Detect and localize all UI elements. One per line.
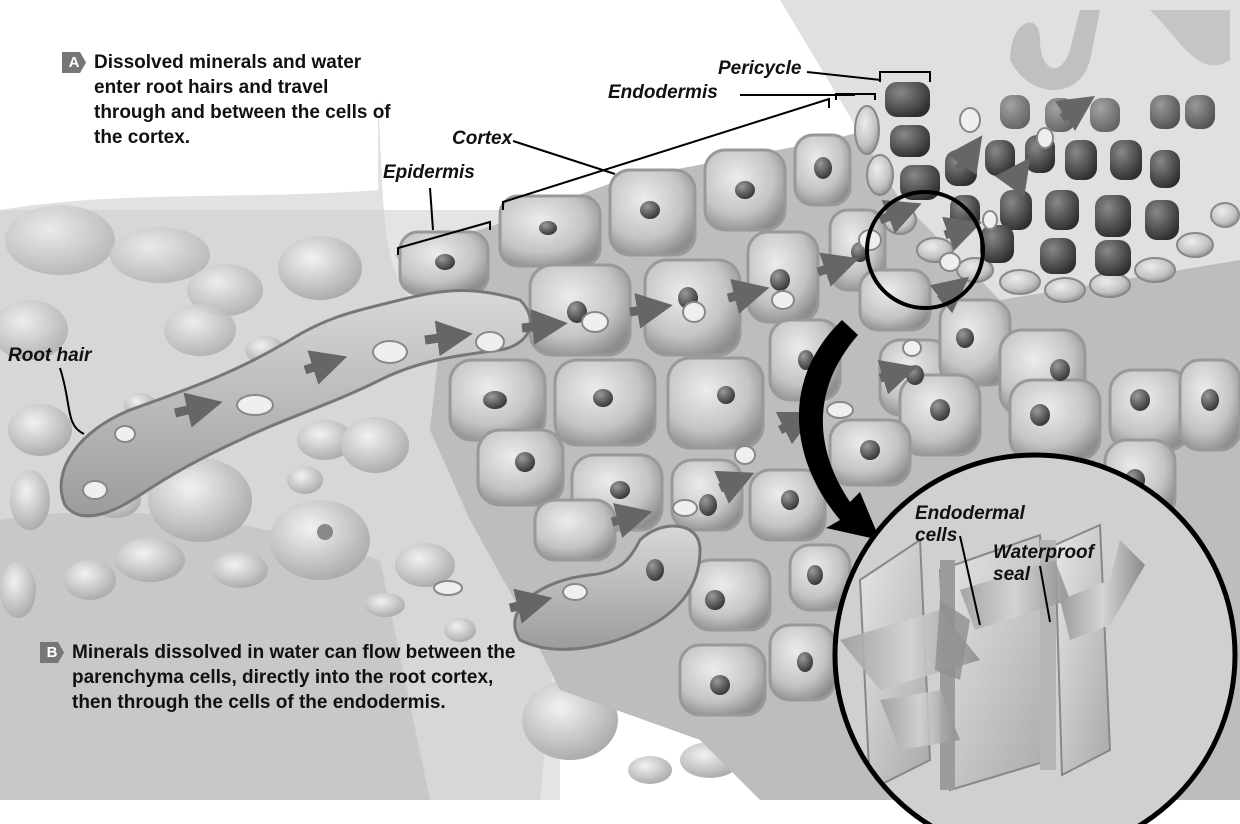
label-endodermal-line2: cells	[915, 525, 957, 546]
step-a-caption: A Dissolved minerals and water enter roo…	[62, 50, 402, 150]
label-endodermal-cells: Endodermal cells	[915, 503, 1025, 547]
step-b-text: Minerals dissolved in water can flow bet…	[40, 640, 520, 715]
label-waterproof-line2: seal	[993, 564, 1030, 585]
label-waterproof-seal: Waterproof seal	[993, 542, 1094, 586]
label-waterproof-line1: Waterproof	[993, 542, 1094, 563]
label-endodermal-line1: Endodermal	[915, 503, 1025, 524]
label-cortex: Cortex	[452, 128, 512, 150]
label-pericycle: Pericycle	[718, 58, 801, 80]
step-a-text: Dissolved minerals and water enter root …	[62, 50, 402, 150]
label-root-hair: Root hair	[8, 345, 91, 367]
label-epidermis: Epidermis	[383, 162, 475, 184]
step-b-caption: B Minerals dissolved in water can flow b…	[40, 640, 520, 715]
label-endodermis: Endodermis	[608, 82, 718, 104]
